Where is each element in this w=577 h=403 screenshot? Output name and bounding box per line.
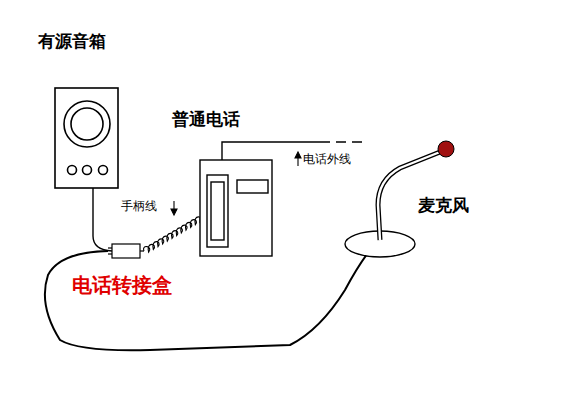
transfer-box-figure: [108, 244, 144, 258]
label-arrows: [171, 152, 301, 215]
box-label: 电话转接盒: [72, 274, 172, 297]
line-label: 电话外线: [303, 153, 351, 167]
speaker-figure: [55, 88, 118, 188]
cord-label: 手柄线: [121, 200, 157, 214]
mic-label: 麦克风: [418, 196, 469, 216]
speaker-label: 有源音箱: [38, 32, 106, 52]
handset-cord: [144, 217, 202, 252]
phone-figure: [200, 142, 362, 256]
mic-cable: [45, 245, 374, 350]
phone-label: 普通电话: [172, 110, 240, 130]
audio-wire: [93, 188, 112, 251]
